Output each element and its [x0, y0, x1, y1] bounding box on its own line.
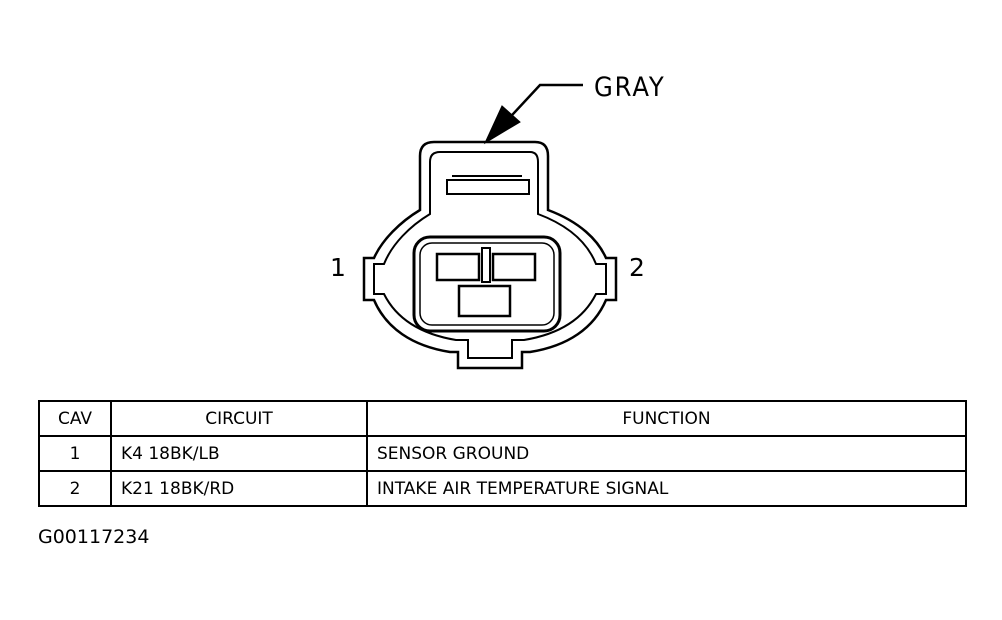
pinout-table: CAV CIRCUIT FUNCTION 1 K4 18BK/LB SENSOR…: [38, 400, 967, 507]
cav-cell: 1: [38, 435, 112, 472]
terminal-2: [491, 252, 537, 282]
table-row: 1 K4 18BK/LB SENSOR GROUND: [38, 435, 967, 472]
circuit-cell: K4 18BK/LB: [110, 435, 368, 472]
color-leader-line: [499, 83, 583, 129]
leader-arrowhead: [483, 105, 521, 145]
table-header-row: CAV CIRCUIT FUNCTION: [38, 400, 967, 437]
header-cav: CAV: [38, 400, 112, 437]
connector-housing-inner: [373, 151, 607, 359]
cav-cell: 2: [38, 470, 112, 507]
polarizing-key: [457, 284, 512, 318]
connector-housing-outer: [362, 140, 618, 370]
circuit-cell: K21 18BK/RD: [110, 470, 368, 507]
table-row: 2 K21 18BK/RD INTAKE AIR TEMPERATURE SIG…: [38, 470, 967, 507]
header-function: FUNCTION: [366, 400, 967, 437]
terminal-1: [435, 252, 481, 282]
cavity-1-label: 1: [330, 253, 346, 282]
cavity-2-label: 2: [629, 253, 645, 282]
terminal-cavity-inner: [419, 242, 555, 326]
function-cell: SENSOR GROUND: [366, 435, 967, 472]
locking-tab: [446, 179, 530, 195]
housing-color-label: GRAY: [594, 72, 666, 103]
terminal-divider: [481, 247, 491, 283]
header-circuit: CIRCUIT: [110, 400, 368, 437]
terminal-cavity: [412, 235, 562, 333]
function-cell: INTAKE AIR TEMPERATURE SIGNAL: [366, 470, 967, 507]
figure-id: G00117234: [38, 526, 150, 548]
